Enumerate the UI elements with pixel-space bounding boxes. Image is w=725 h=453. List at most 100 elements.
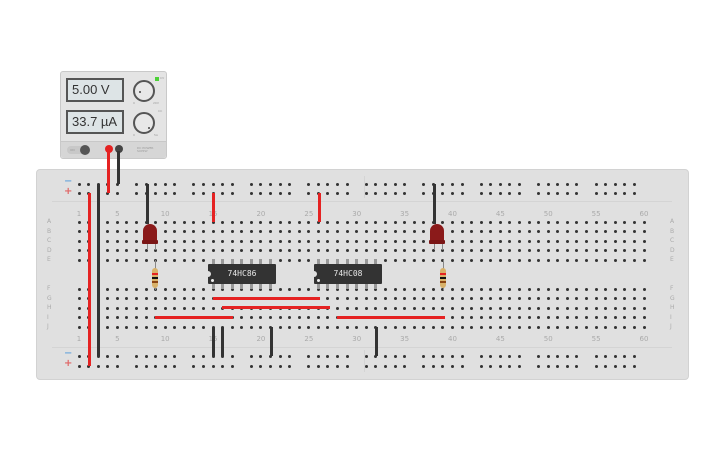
hole-A10[interactable] xyxy=(163,220,167,224)
hole-D52[interactable] xyxy=(565,249,569,252)
hole-J59[interactable] xyxy=(632,325,636,329)
rail-hole[interactable] xyxy=(632,355,636,358)
hole-H45[interactable] xyxy=(498,306,502,310)
rail-hole[interactable] xyxy=(613,355,617,358)
rail-hole[interactable] xyxy=(403,355,407,358)
hole-F52[interactable] xyxy=(565,287,569,291)
hole-H59[interactable] xyxy=(632,306,636,310)
hole-F18[interactable] xyxy=(240,287,244,291)
hole-A40[interactable] xyxy=(450,220,454,224)
hole-J7[interactable] xyxy=(134,325,138,329)
hole-F1[interactable] xyxy=(77,287,81,291)
rail-hole[interactable] xyxy=(134,364,138,368)
hole-F56[interactable] xyxy=(604,287,608,291)
hole-A33[interactable] xyxy=(383,220,387,224)
rail-hole[interactable] xyxy=(230,364,234,368)
current-knob[interactable] xyxy=(133,112,155,134)
hole-C41[interactable] xyxy=(460,239,464,243)
hole-I55[interactable] xyxy=(594,316,598,319)
hole-G53[interactable] xyxy=(575,297,579,300)
rail-hole[interactable] xyxy=(594,355,598,358)
hole-B35[interactable] xyxy=(403,230,407,233)
hole-E41[interactable] xyxy=(460,258,464,262)
rail-hole[interactable] xyxy=(201,192,205,195)
hole-H35[interactable] xyxy=(403,306,407,310)
hole-F25[interactable] xyxy=(307,287,311,291)
hole-A50[interactable] xyxy=(546,220,550,224)
rail-hole[interactable] xyxy=(450,355,454,358)
hole-D57[interactable] xyxy=(613,249,617,252)
hole-F17[interactable] xyxy=(230,287,234,291)
hole-B60[interactable] xyxy=(642,230,646,233)
hole-D31[interactable] xyxy=(364,249,368,252)
rail-hole[interactable] xyxy=(604,355,608,358)
chip-74hc86[interactable]: 74HC86 xyxy=(205,264,276,284)
rail-hole[interactable] xyxy=(498,182,502,186)
hole-G45[interactable] xyxy=(498,297,502,300)
rail-hole[interactable] xyxy=(604,182,608,186)
hole-E49[interactable] xyxy=(537,258,541,262)
chip1-gnd-wire[interactable] xyxy=(270,327,273,356)
rail-hole[interactable] xyxy=(326,355,330,358)
hole-J54[interactable] xyxy=(585,325,589,329)
hole-I5[interactable] xyxy=(115,316,119,319)
hole-J14[interactable] xyxy=(201,325,205,329)
hole-I57[interactable] xyxy=(613,316,617,319)
rail-hole[interactable] xyxy=(422,364,426,368)
hole-G51[interactable] xyxy=(556,297,560,300)
hole-G38[interactable] xyxy=(431,297,435,300)
hole-D14[interactable] xyxy=(201,249,205,252)
hole-D59[interactable] xyxy=(632,249,636,252)
dc-power-supply[interactable]: 5.00 V 33.7 µA CV CC 0 20V 0 5A ON DC PO… xyxy=(60,71,167,159)
hole-J29[interactable] xyxy=(345,325,349,329)
hole-D12[interactable] xyxy=(182,249,186,252)
hole-C49[interactable] xyxy=(537,239,541,243)
rail-hole[interactable] xyxy=(374,182,378,186)
rail-hole[interactable] xyxy=(115,182,119,186)
hole-A1[interactable] xyxy=(77,220,81,224)
hole-E44[interactable] xyxy=(489,258,493,262)
hole-D34[interactable] xyxy=(393,249,397,252)
hole-C46[interactable] xyxy=(508,239,512,243)
hole-A23[interactable] xyxy=(288,220,292,224)
hole-G12[interactable] xyxy=(182,297,186,300)
hole-B43[interactable] xyxy=(479,230,483,233)
hole-A20[interactable] xyxy=(259,220,263,224)
hole-A58[interactable] xyxy=(623,220,627,224)
hole-B24[interactable] xyxy=(297,230,301,233)
hole-C15[interactable] xyxy=(211,239,215,243)
hole-D43[interactable] xyxy=(479,249,483,252)
hole-J26[interactable] xyxy=(316,325,320,329)
hole-C53[interactable] xyxy=(575,239,579,243)
rail-hole[interactable] xyxy=(221,364,225,368)
hole-A44[interactable] xyxy=(489,220,493,224)
hole-B15[interactable] xyxy=(211,230,215,233)
chip-74hc08[interactable]: 74HC08 xyxy=(311,264,382,284)
rail-hole[interactable] xyxy=(623,355,627,358)
hole-I51[interactable] xyxy=(556,316,560,319)
rail-hole[interactable] xyxy=(154,192,158,195)
hole-D42[interactable] xyxy=(470,249,474,252)
hole-E47[interactable] xyxy=(518,258,521,262)
rail-hole[interactable] xyxy=(259,355,263,358)
hole-G35[interactable] xyxy=(403,297,407,300)
rail-hole[interactable] xyxy=(249,192,253,195)
rail-hole[interactable] xyxy=(364,364,368,368)
hole-I44[interactable] xyxy=(489,316,493,319)
hole-D33[interactable] xyxy=(383,249,387,252)
rail-hole[interactable] xyxy=(632,364,636,368)
hole-C13[interactable] xyxy=(192,239,196,243)
hole-H44[interactable] xyxy=(489,306,493,310)
hole-E14[interactable] xyxy=(201,258,205,262)
hole-H1[interactable] xyxy=(77,306,81,310)
rail-hole[interactable] xyxy=(87,182,91,186)
hole-C56[interactable] xyxy=(604,239,608,243)
hole-D16[interactable] xyxy=(221,249,225,252)
hole-E36[interactable] xyxy=(412,258,416,262)
rail-hole[interactable] xyxy=(364,192,368,195)
hole-B40[interactable] xyxy=(450,230,454,233)
hole-A17[interactable] xyxy=(230,220,234,224)
led2-ground-wire[interactable] xyxy=(433,184,436,224)
hole-C7[interactable] xyxy=(134,239,138,243)
hole-D18[interactable] xyxy=(240,249,244,252)
